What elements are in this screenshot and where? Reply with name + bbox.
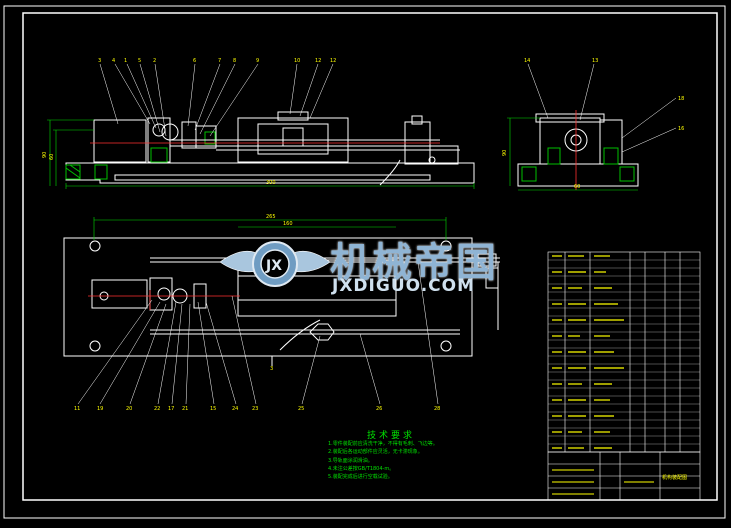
svg-text:16: 16 (678, 126, 684, 132)
front-callout-labels: 3 4 1 5 2 6 7 8 9 10 12 12 (98, 58, 336, 64)
parts-list-rows (548, 259, 700, 445)
plan-callout-labels: 11 19 20 22 17 21 15 24 23 25 26 28 (74, 406, 440, 412)
dim-side-width: 60 (574, 184, 580, 190)
svg-text:4: 4 (112, 58, 115, 64)
side-view (517, 113, 639, 187)
tech-requirements-list: 1.零件装配前应清洗干净，不得有毛刺、飞边等。 2.装配后各运动部件应灵活，无卡… (328, 440, 438, 481)
svg-text:3: 3 (98, 58, 101, 64)
plan-dimensions (93, 217, 447, 240)
svg-text:15: 15 (210, 406, 216, 412)
svg-text:18: 18 (678, 96, 684, 102)
svg-text:5: 5 (138, 58, 141, 64)
svg-text:23: 23 (252, 406, 258, 412)
side-callout-labels: 14 13 18 16 (524, 58, 684, 132)
svg-text:9: 9 (256, 58, 259, 64)
svg-text:2: 2 (153, 58, 156, 64)
svg-text:7: 7 (218, 58, 221, 64)
parts-list-text-strokes (552, 255, 624, 449)
svg-text:JX: JX (265, 258, 282, 274)
title-block-name: 机构装配图 (662, 475, 688, 481)
svg-text:24: 24 (232, 406, 238, 412)
svg-text:14: 14 (524, 58, 530, 64)
plan-view (63, 237, 500, 366)
front-dimensions (47, 119, 475, 189)
dim-front-height-1: 90 (42, 152, 48, 158)
svg-text:10: 10 (294, 58, 300, 64)
svg-text:13: 13 (592, 58, 598, 64)
svg-text:6: 6 (193, 58, 196, 64)
dim-front-length: 300 (266, 180, 276, 186)
tech-note: 4.未注公差按GB/T1804-m。 (328, 465, 395, 472)
svg-text:11: 11 (74, 406, 80, 412)
svg-text:1: 1 (124, 58, 127, 64)
dim-front-height-2: 60 (49, 154, 55, 160)
tech-note: 1.零件装配前应清洗干净，不得有毛刺、飞边等。 (328, 441, 438, 447)
side-dimensions (507, 117, 638, 191)
svg-text:20: 20 (126, 406, 132, 412)
tech-note: 2.装配后各运动部件应灵活，无卡滞现象。 (328, 449, 423, 456)
front-view (65, 111, 475, 186)
svg-text:25: 25 (298, 406, 304, 412)
svg-text:21: 21 (182, 406, 188, 412)
dim-side-height: 90 (502, 150, 508, 156)
svg-text:22: 22 (154, 406, 160, 412)
plan-leaders (77, 261, 439, 405)
parts-list (547, 251, 701, 501)
svg-text:28: 28 (434, 406, 440, 412)
dim-plan-holes: 265 (266, 214, 276, 220)
dim-plan-carriage: 160 (283, 221, 293, 227)
svg-text:19: 19 (97, 406, 103, 412)
tech-requirements-title: 技术要求 (367, 431, 416, 441)
outer-border (3, 5, 726, 519)
dim-plan-small: 3 (270, 366, 273, 372)
title-block-strokes (552, 469, 654, 495)
svg-text:12: 12 (315, 58, 321, 64)
svg-text:17: 17 (168, 406, 174, 412)
svg-text:8: 8 (233, 58, 236, 64)
side-leaders (527, 63, 677, 153)
svg-text:26: 26 (376, 406, 382, 412)
inner-border (22, 12, 718, 501)
tech-note: 3.导轨面涂润滑油。 (328, 457, 373, 464)
front-leaders (99, 63, 334, 137)
gear-wings-logo-icon: JX (219, 241, 331, 287)
tech-note: 5.装配完成后进行空载试验。 (328, 474, 393, 481)
svg-text:12: 12 (330, 58, 336, 64)
